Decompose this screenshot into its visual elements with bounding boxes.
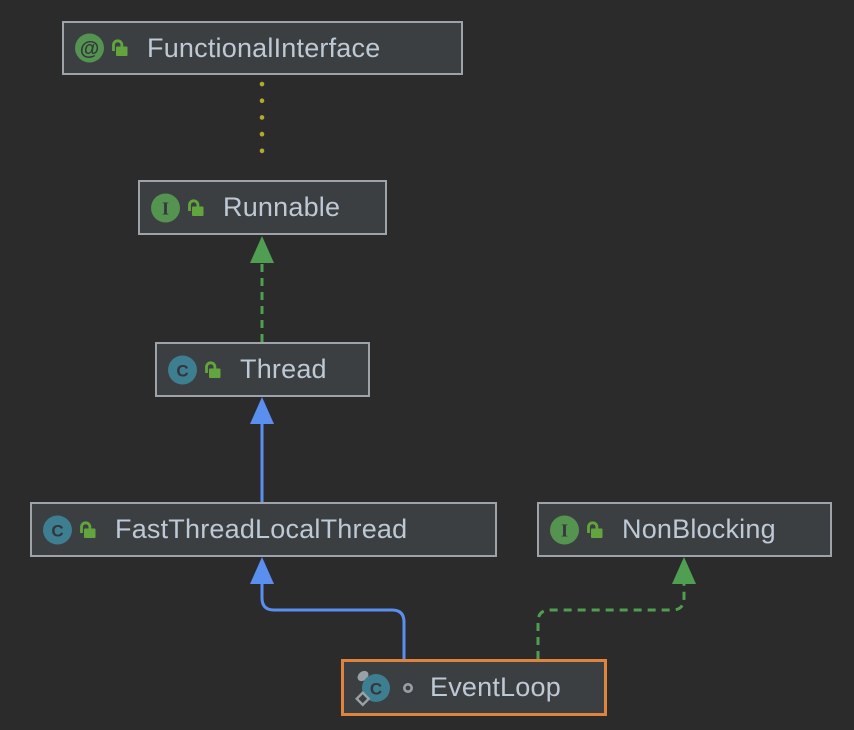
unlocked-icon [587,520,603,538]
node-label: FastThreadLocalThread [115,514,408,544]
node-non-blocking[interactable]: I NonBlocking [537,502,832,557]
svg-text:@: @ [80,38,100,60]
class-icon: C [168,355,221,384]
svg-text:C: C [51,521,63,540]
interface-icon: I [550,515,603,544]
interface-icon: I [151,193,204,222]
class-decoration-bottom [355,690,371,706]
unlocked-icon [205,360,221,378]
node-runnable[interactable]: I Runnable [138,180,387,235]
edge-extends-eventloop-fastthreadlocalthread[interactable] [250,557,406,659]
node-label: EventLoop [430,672,561,702]
node-label: Thread [240,354,327,384]
node-functional-interface[interactable]: @ FunctionalInterface [62,21,463,75]
node-fast-thread-local-thread[interactable]: C FastThreadLocalThread [30,502,497,557]
unlocked-icon [80,520,96,538]
svg-text:I: I [561,520,568,540]
node-label: Runnable [223,192,341,222]
node-label: NonBlocking [622,514,776,544]
unlocked-icon [188,198,204,216]
edge-implements-eventloop-nonblocking[interactable] [536,557,696,659]
annotation-icon: @ [75,33,128,63]
svg-text:C: C [176,361,188,380]
ring-icon [402,682,414,693]
decorated-class-icon: C [355,670,390,706]
edge-implements-thread-runnable[interactable] [250,236,274,342]
svg-text:I: I [162,198,169,218]
edge-extends-fastthreadlocalthread-thread[interactable] [250,397,274,502]
class-icon: C [43,515,96,544]
svg-text:C: C [370,679,382,698]
node-label: FunctionalInterface [147,32,381,63]
node-thread[interactable]: C Thread [155,342,370,397]
node-event-loop[interactable]: C EventLoop [341,659,607,716]
unlocked-icon [112,39,128,56]
